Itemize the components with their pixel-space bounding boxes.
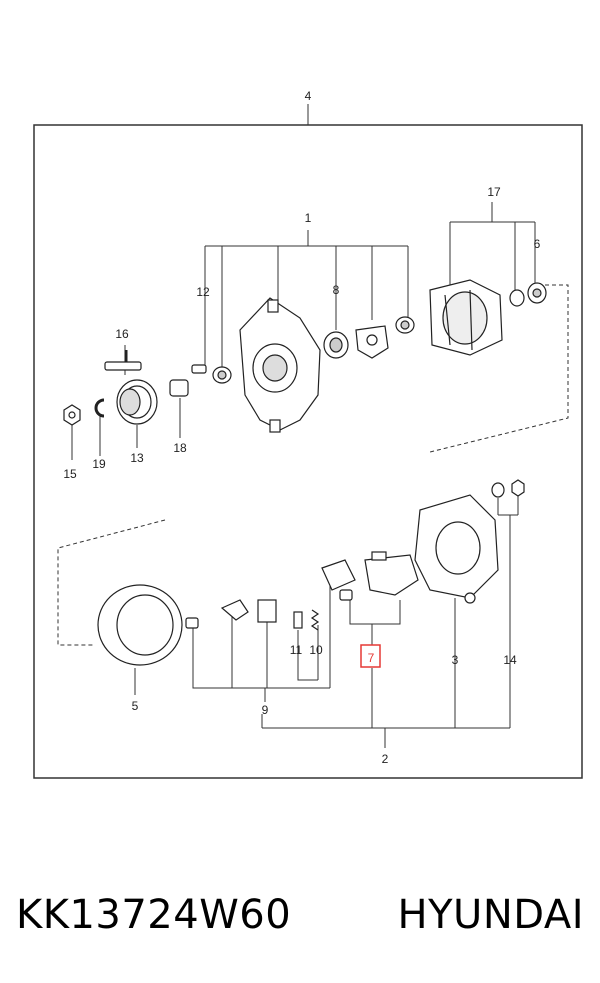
callout-14: 14	[503, 653, 517, 667]
callout-3: 3	[452, 653, 459, 667]
callout-7: 7	[368, 651, 375, 665]
leader-group-17	[449, 202, 536, 290]
spacer-part-18	[169, 379, 189, 397]
part-number: KK13724W60	[16, 892, 292, 938]
brand-name: HYUNDAI	[397, 892, 584, 938]
leader-group-9	[192, 578, 331, 702]
callout-17: 17	[487, 185, 501, 199]
leader-group-2	[261, 492, 519, 748]
dashed-outline-lower	[57, 519, 166, 646]
callout-19: 19	[92, 457, 106, 471]
callout-16: 16	[115, 327, 129, 341]
screw-part-12	[191, 364, 207, 374]
callout-15: 15	[63, 467, 77, 481]
alternator-exploded-diagram: 4 1 17 6 12 8 16 15 19 13 18 11 10 7 3 1…	[33, 89, 583, 779]
clip-part-19	[94, 398, 105, 418]
nut-part-14b	[511, 479, 525, 497]
callout-9: 9	[262, 703, 269, 717]
holder-part	[220, 599, 249, 621]
brush-part-11	[293, 611, 303, 629]
callout-1: 1	[305, 211, 312, 225]
callout-2: 2	[382, 752, 389, 766]
callout-12: 12	[196, 285, 210, 299]
callout-13: 13	[130, 451, 144, 465]
brush-holder-part-9	[321, 559, 356, 591]
callout-4: 4	[305, 89, 312, 103]
nut-part-14a	[491, 482, 505, 498]
leader-group-1	[204, 230, 409, 370]
caption-bar: KK13724W60 HYUNDAI	[0, 880, 600, 950]
callout-6: 6	[534, 237, 541, 251]
rectifier-part-7	[364, 554, 419, 596]
callout-5: 5	[132, 699, 139, 713]
callout-10: 10	[309, 643, 323, 657]
callout-8: 8	[333, 283, 340, 297]
spring-part-10	[310, 609, 320, 631]
dashed-outline-upper	[429, 284, 569, 453]
highlight-box-7	[360, 644, 381, 668]
callout-11: 11	[290, 643, 303, 657]
callout-18: 18	[173, 441, 187, 455]
